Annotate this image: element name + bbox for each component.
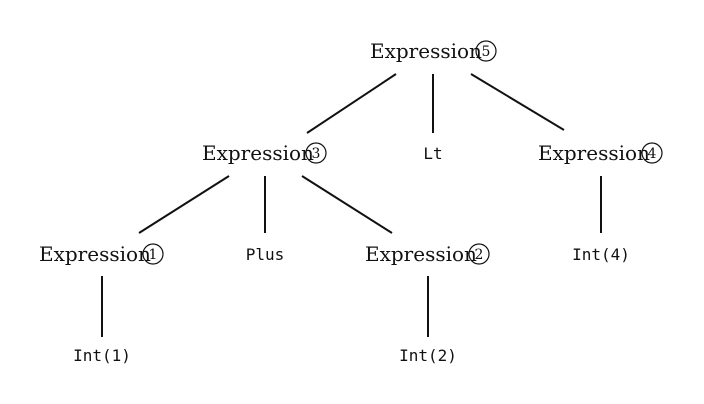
node-number-circle: [468, 243, 490, 265]
node-token-int-1: Int(1): [73, 346, 131, 365]
node-expression-5: Expression 5: [370, 39, 497, 63]
node-label: Expression: [202, 141, 314, 165]
node-number: 3: [312, 146, 321, 162]
node-token-lt: Lt: [423, 144, 442, 163]
node-number-circle: [305, 142, 327, 164]
node-number-circle: [641, 142, 663, 164]
node-token-plus: Plus: [246, 245, 285, 264]
node-expression-4: Expression 4: [538, 141, 663, 165]
node-number-circle: [142, 243, 164, 265]
edge-e5-e3: [306, 73, 397, 134]
edge-e5-e4: [470, 73, 565, 131]
node-number: 5: [482, 44, 491, 60]
node-label: Expression: [538, 141, 650, 165]
node-expression-1: Expression 1: [39, 242, 164, 266]
node-label: Expression: [365, 242, 477, 266]
node-expression-2: Expression 2: [365, 242, 490, 266]
node-number: 4: [648, 146, 657, 162]
node-expression-3: Expression 3: [202, 141, 327, 165]
edge-e3-e2: [301, 175, 393, 234]
node-token-int-2: Int(2): [399, 346, 457, 365]
node-label: Expression: [370, 39, 482, 63]
edge-e3-e1: [138, 175, 230, 234]
tree-edges: [101, 73, 602, 337]
node-number: 1: [149, 247, 158, 263]
node-number: 2: [475, 247, 484, 263]
node-label: Expression: [39, 242, 151, 266]
node-token-int-4: Int(4): [572, 245, 630, 264]
node-number-circle: [475, 40, 497, 62]
